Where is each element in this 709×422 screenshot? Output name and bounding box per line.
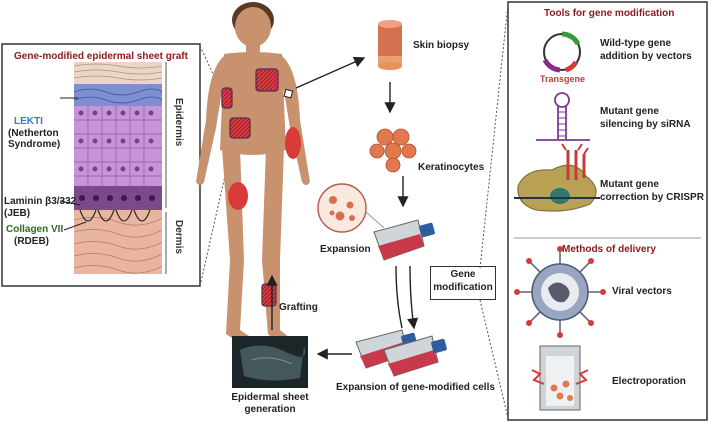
epidermal-sheet-line-1: Epidermal sheet xyxy=(231,392,309,403)
plasmid-graphic xyxy=(542,31,581,73)
gene-modification-line-2: modification xyxy=(433,282,493,293)
keratinocytes-label: Keratinocytes xyxy=(418,162,485,173)
tool-3-line-2: correction by CRISPR xyxy=(600,192,704,203)
cell-grid xyxy=(74,106,162,186)
anchoring-fibrils xyxy=(79,209,151,222)
spinous-layer xyxy=(74,106,162,186)
delivery-2-label: Electroporation xyxy=(612,376,686,387)
lekti-label: LEKTI xyxy=(14,116,43,127)
lekti-disease-line-2: Syndrome) xyxy=(8,139,61,150)
dermis-label: Dermis xyxy=(173,220,184,254)
culture-dish-graphic xyxy=(317,183,385,233)
right-panel-frame xyxy=(507,1,708,421)
modified-flasks-graphic xyxy=(355,329,447,377)
sirna-hairpin-graphic xyxy=(536,92,590,141)
patient-figure xyxy=(196,2,310,342)
laminin-disease: (JEB) xyxy=(4,208,31,219)
epidermal-sheet-photo xyxy=(232,336,308,388)
skin-biopsy-label: Skin biopsy xyxy=(413,40,470,51)
tool-1-line-2: addition by vectors xyxy=(600,51,692,62)
gene-modification-box xyxy=(430,266,496,300)
grafting-label: Grafting xyxy=(279,302,318,313)
delivery-title: Methods of delivery xyxy=(562,244,656,255)
stratum-corneum xyxy=(74,62,162,84)
delivery-1-label: Viral vectors xyxy=(612,286,672,297)
epidermis-label: Epidermis xyxy=(173,98,184,147)
tool-1-line-1: Wild-type gene xyxy=(600,38,672,49)
collagen-disease: (RDEB) xyxy=(14,236,49,247)
keratinocytes-graphic xyxy=(369,128,417,173)
gene-modification-line-1: Gene xyxy=(450,269,476,280)
left-panel-title: Gene-modified epidermal sheet graft xyxy=(14,51,188,62)
tools-title: Tools for gene modification xyxy=(544,8,675,19)
right-panel xyxy=(479,1,708,421)
left-panel xyxy=(1,43,233,287)
lekti-disease-line-1: (Netherton xyxy=(8,128,59,139)
tool-2-line-1: Mutant gene xyxy=(600,106,659,117)
tool-2-line-2: silencing by siRNA xyxy=(600,119,691,130)
basal-layer xyxy=(74,186,162,210)
virus-graphic xyxy=(514,246,606,338)
epidermal-sheet-line-2: generation xyxy=(244,404,296,415)
cell-nuclei xyxy=(78,110,154,172)
culture-flask-graphic xyxy=(373,219,435,261)
transgene-label: Transgene xyxy=(540,74,586,84)
laminin-label: Laminin β3/332 xyxy=(4,196,77,207)
tool-3-line-1: Mutant gene xyxy=(600,179,659,190)
cuvette-graphic xyxy=(531,345,589,411)
expansion-modified-label: Expansion of gene-modified cells xyxy=(336,382,495,393)
expansion-label: Expansion xyxy=(320,244,371,255)
crispr-graphic xyxy=(514,143,600,212)
skin-biopsy-graphic xyxy=(378,20,402,70)
collagen-label: Collagen VII xyxy=(6,224,64,235)
